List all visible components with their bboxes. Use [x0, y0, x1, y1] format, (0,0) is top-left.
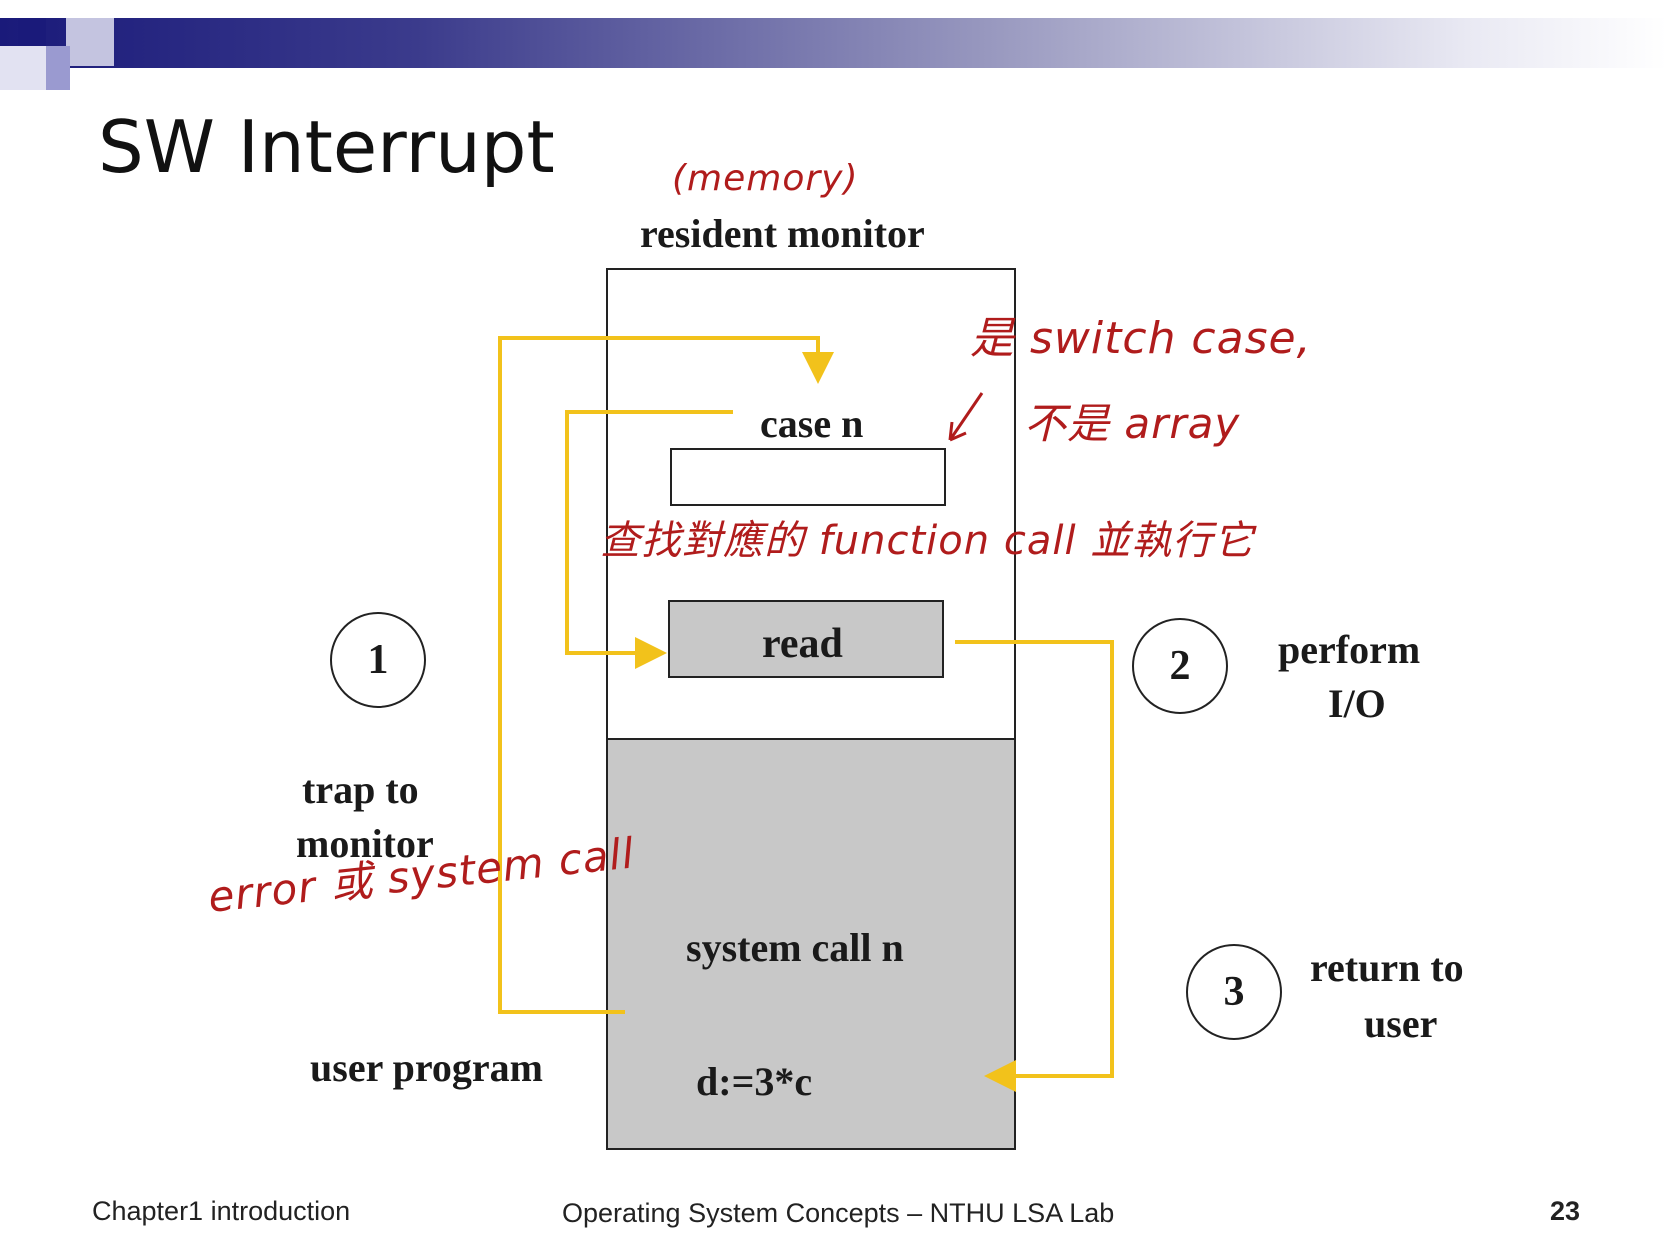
- step-2-circle: 2: [1132, 618, 1228, 714]
- user-program-box: [606, 738, 1016, 1150]
- footer-chapter: Chapter1 introduction: [92, 1196, 351, 1226]
- logo-square-dark: [18, 18, 46, 46]
- step-3-circle: 3: [1186, 944, 1282, 1040]
- annotation-pointer: [948, 392, 984, 442]
- system-call-n-label: system call n: [686, 925, 904, 970]
- trap-arrow: [498, 336, 834, 1014]
- perform-label-line1: perform: [1278, 627, 1421, 672]
- return-label-line2: user: [1364, 1001, 1438, 1046]
- logo-square-mid: [46, 46, 70, 90]
- dispatch-arrow: [565, 410, 733, 669]
- resident-monitor-label: resident monitor: [640, 211, 925, 256]
- return-arrow: [955, 640, 1114, 1092]
- case-n-label: case n: [760, 401, 864, 446]
- read-label: read: [762, 621, 843, 667]
- perform-label-line2: I/O: [1328, 681, 1386, 726]
- logo-square-pale: [0, 46, 46, 90]
- return-label-line1: return to: [1310, 945, 1464, 990]
- logo-square-light: [66, 18, 114, 66]
- step-1-circle: 1: [330, 612, 426, 708]
- read-box: [668, 600, 944, 678]
- header-bar: [0, 18, 1667, 68]
- annotation-lookup: 查找對應的 function call 並執行它: [600, 518, 1255, 564]
- annotation-not-array: 不是 array: [1024, 399, 1241, 448]
- trap-label-line1: trap to: [302, 767, 419, 812]
- trap-label-line2: monitor: [296, 821, 434, 866]
- footer-page-number: 23: [1550, 1196, 1581, 1226]
- slide-title: SW Interrupt: [98, 105, 555, 189]
- instruction-label: d:=3*c: [696, 1059, 813, 1104]
- annotation-memory: (memory): [672, 158, 859, 199]
- case-table-box: [670, 448, 946, 506]
- user-program-label: user program: [310, 1045, 543, 1090]
- annotation-switch-case: 是 switch case,: [970, 313, 1312, 364]
- footer-course: Operating System Concepts – NTHU LSA Lab: [562, 1198, 1115, 1228]
